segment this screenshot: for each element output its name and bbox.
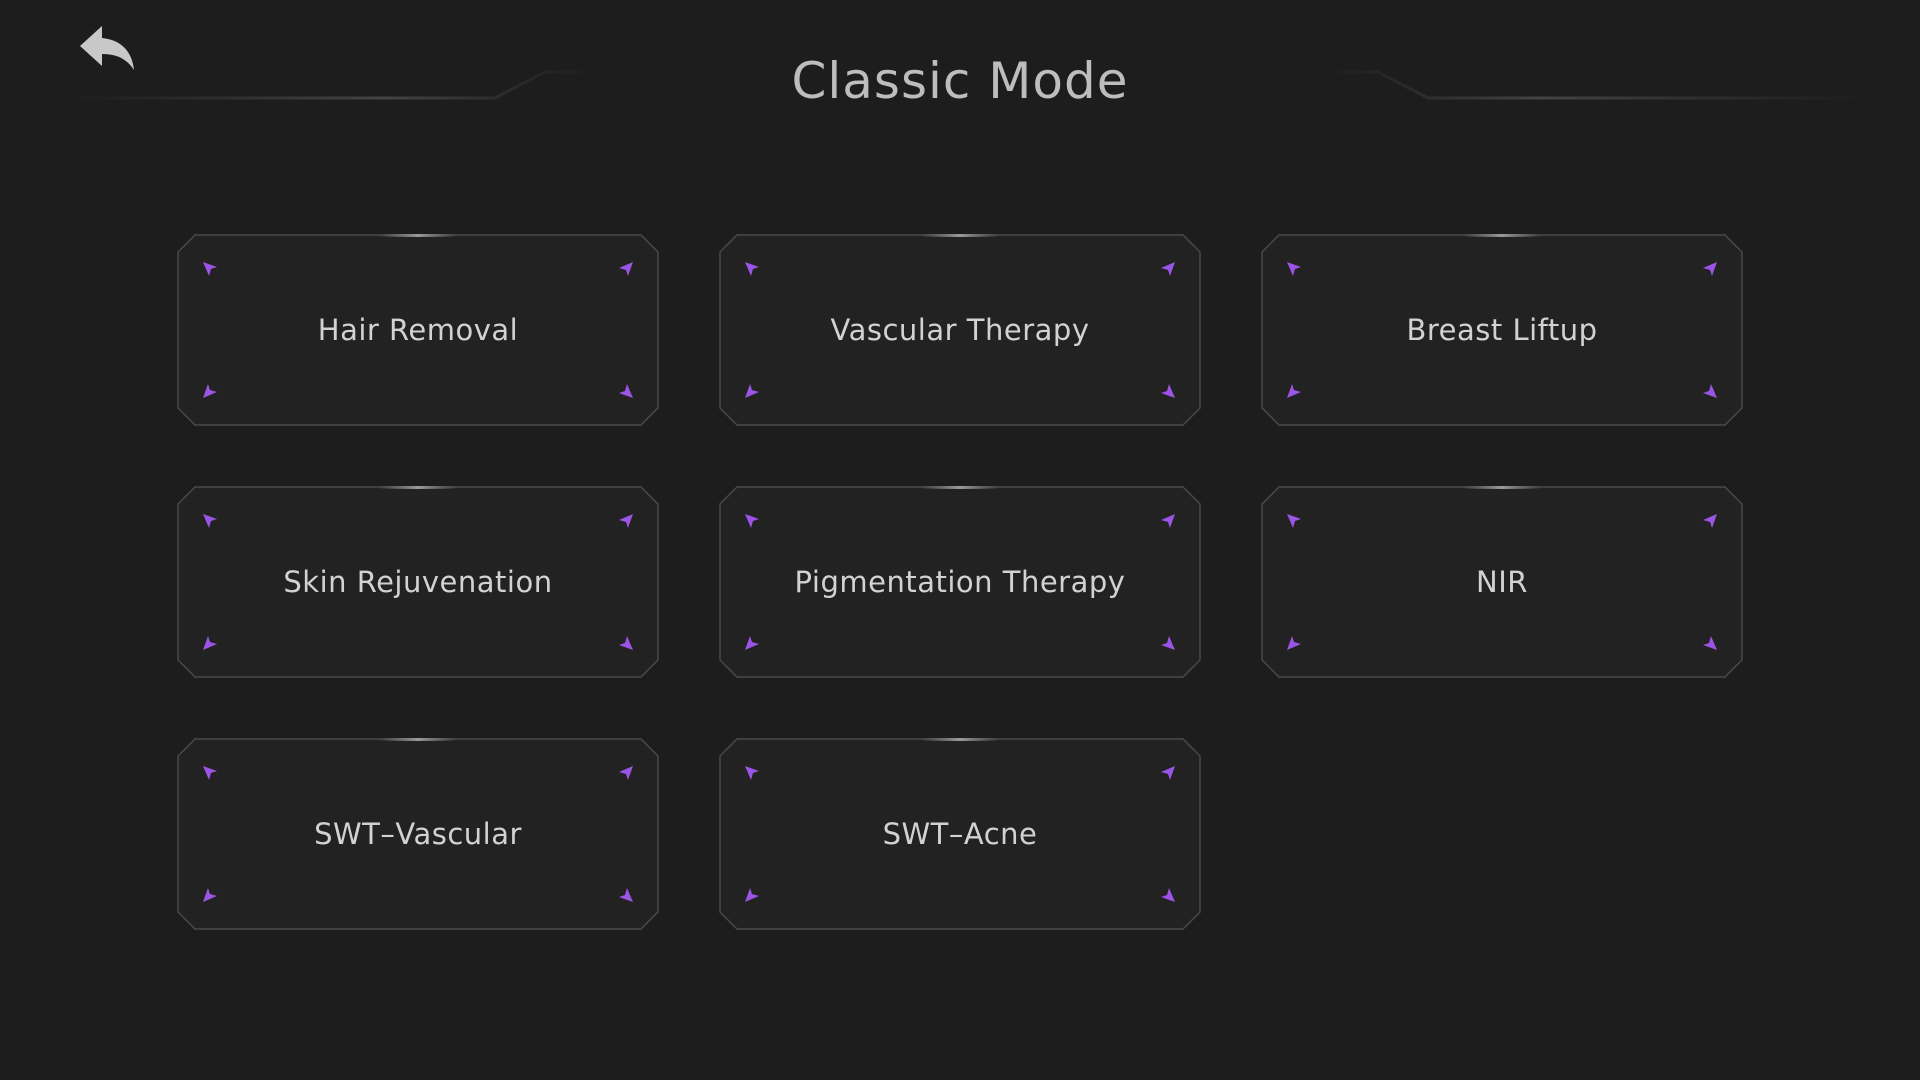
mode-card[interactable]: SWT–Vascular [177, 738, 659, 930]
mode-card[interactable]: SWT–Acne [719, 738, 1201, 930]
corner-arrow-icon [617, 512, 635, 530]
mode-card-label: SWT–Acne [882, 817, 1038, 851]
corner-arrow-icon [1285, 260, 1303, 278]
mode-card-label: NIR [1476, 565, 1528, 599]
corner-arrow-icon [617, 382, 635, 400]
mode-card-label: Skin Rejuvenation [283, 565, 553, 599]
corner-arrow-icon [201, 886, 219, 904]
corner-arrow-icon [1159, 512, 1177, 530]
mode-card[interactable]: Pigmentation Therapy [719, 486, 1201, 678]
corner-arrow-icon [1285, 382, 1303, 400]
corner-arrow-icon [1159, 634, 1177, 652]
corner-arrow-icon [1159, 886, 1177, 904]
mode-card-label: Hair Removal [317, 313, 519, 347]
corner-arrow-icon [743, 886, 761, 904]
corner-arrow-icon [743, 634, 761, 652]
corner-arrow-icon [1285, 634, 1303, 652]
corner-arrow-icon [201, 764, 219, 782]
mode-card-label: Pigmentation Therapy [794, 565, 1126, 599]
mode-card-label: Vascular Therapy [830, 313, 1090, 347]
corner-arrow-icon [1701, 512, 1719, 530]
corner-arrow-icon [1159, 382, 1177, 400]
corner-arrow-icon [201, 634, 219, 652]
mode-card[interactable]: NIR [1261, 486, 1743, 678]
corner-arrow-icon [1701, 634, 1719, 652]
corner-arrow-icon [201, 512, 219, 530]
mode-card[interactable]: Vascular Therapy [719, 234, 1201, 426]
corner-arrow-icon [743, 382, 761, 400]
corner-arrow-icon [1159, 260, 1177, 278]
corner-arrow-icon [617, 886, 635, 904]
mode-card[interactable]: Breast Liftup [1261, 234, 1743, 426]
back-button[interactable] [76, 22, 140, 78]
corner-arrow-icon [1701, 260, 1719, 278]
corner-arrow-icon [743, 764, 761, 782]
corner-arrow-icon [1159, 764, 1177, 782]
mode-card[interactable]: Skin Rejuvenation [177, 486, 659, 678]
corner-arrow-icon [743, 260, 761, 278]
corner-arrow-icon [617, 764, 635, 782]
mode-card-label: SWT–Vascular [314, 817, 522, 851]
back-arrow-icon [80, 26, 134, 70]
mode-card-label: Breast Liftup [1406, 313, 1598, 347]
corner-arrow-icon [617, 260, 635, 278]
corner-arrow-icon [201, 382, 219, 400]
corner-arrow-icon [617, 634, 635, 652]
corner-arrow-icon [1285, 512, 1303, 530]
mode-card[interactable]: Hair Removal [177, 234, 659, 426]
page-title: Classic Mode [791, 52, 1129, 110]
corner-arrow-icon [1701, 382, 1719, 400]
corner-arrow-icon [743, 512, 761, 530]
corner-arrow-icon [201, 260, 219, 278]
